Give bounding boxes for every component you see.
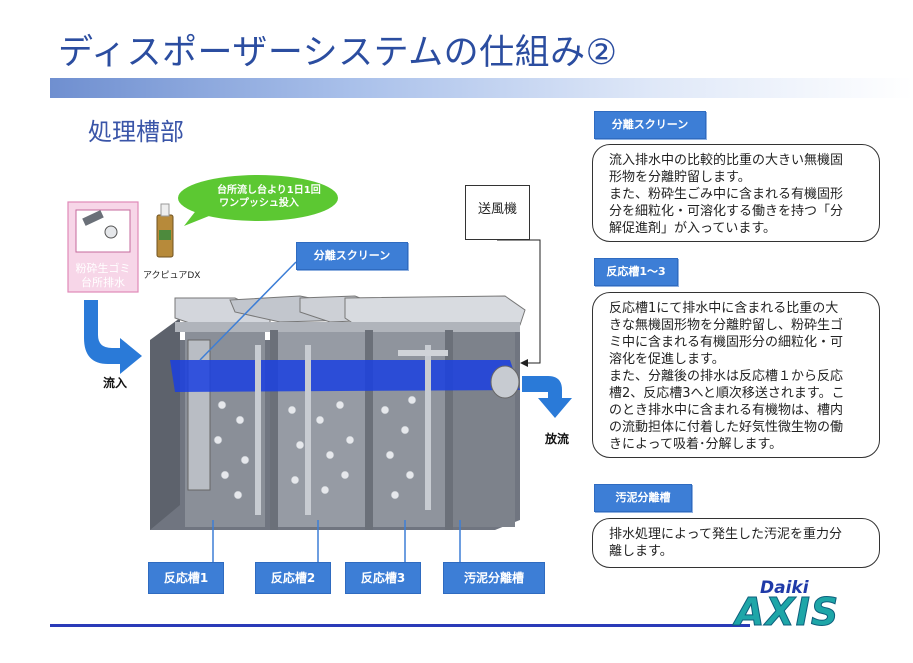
fan-connector-line [497, 239, 541, 364]
label-reaction-tank-2: 反応槽2 [255, 562, 331, 594]
outflow-arrow [522, 376, 572, 418]
outflow-label: 放流 [545, 432, 570, 446]
section-subtitle: 処理槽部 [88, 118, 184, 146]
bubble-line-2: ワンプッシュ投入 [219, 198, 299, 209]
info-line: 溶化を促進します。 [609, 352, 725, 367]
product-label: アクピュアDX [143, 271, 201, 281]
section-tag-sludge: 汚泥分離槽 [594, 484, 692, 512]
sink-label-line-1: 粉砕生ゴミ [75, 262, 131, 275]
bottle-cap-icon [160, 203, 170, 217]
carrier-media [213, 395, 417, 500]
info-line: 槽2、反応槽3へと順次移送されます。こ [609, 386, 845, 401]
info-line: 排水処理によって発生した汚泥を重力分 [609, 527, 842, 542]
info-line: きによって吸着･分解します。 [609, 437, 783, 452]
info-box-reaction-tanks: 反応槽1にて排水中に含まれる比重の大 きな無機固形物を分離貯留し、粉砕生ゴ ミ中… [592, 292, 880, 458]
info-line: 反応槽1にて排水中に含まれる比重の大 [609, 301, 839, 316]
info-line: のとき排水中に含まれる有機物は、槽内 [609, 403, 844, 418]
info-line: 形物を分離貯留します。 [609, 170, 751, 185]
inflow-label: 流入 [103, 376, 128, 390]
speech-bubble [178, 175, 338, 221]
screen-leader-line [199, 261, 297, 361]
faucet-icon [82, 210, 104, 226]
partition-wall [365, 330, 373, 530]
tank-left-wall [150, 318, 180, 530]
page-title: ディスポーザーシステムの仕組み② [58, 33, 618, 73]
speech-bubble-text: 台所流し台より1日1回 ワンプッシュ投入 [217, 184, 321, 210]
brand-logo-main: AXIS [734, 590, 840, 635]
diagram-screen-label: 分離スクリーン [296, 242, 408, 270]
title-gradient-bar [50, 78, 913, 98]
air-pipe [398, 350, 448, 356]
info-line: 離します。 [609, 544, 673, 559]
fan-connector-arrowhead [520, 359, 528, 367]
tank-rim [175, 322, 520, 332]
air-pipe [425, 345, 431, 510]
speech-bubble-tail [184, 208, 214, 226]
sink-label: 粉砕生ゴミ 台所排水 [68, 262, 138, 290]
info-line: 流入排水中の比較的比重の大きい無機固 [609, 153, 844, 168]
partition-wall [270, 330, 278, 530]
blower-box: 送風機 [465, 185, 530, 240]
outlet-pipe [490, 365, 520, 399]
air-pipe [255, 345, 261, 515]
info-line: また、分離後の排水は反応槽１から反応 [609, 369, 844, 384]
partition-wall [445, 330, 453, 530]
info-line: ミ中に含まれる有機固形分の細粒化・可 [609, 335, 844, 350]
label-reaction-tank-1: 反応槽1 [148, 562, 224, 594]
air-pipe [305, 345, 311, 515]
inflow-arrow [84, 300, 142, 374]
sink-label-line-2: 台所排水 [81, 276, 125, 289]
bottle-label-icon [159, 230, 171, 240]
info-line: きな無機固形物を分離貯留し、粉砕生ゴ [609, 318, 844, 333]
label-reaction-tank-3: 反応槽3 [345, 562, 421, 594]
info-box-screen: 流入排水中の比較的比重の大きい無機固 形物を分離貯留します。 また、粉砕生ごみ中… [592, 144, 880, 242]
bubble-line-1: 台所流し台より1日1回 [217, 185, 321, 196]
drain-icon [104, 225, 118, 239]
section-tag-screen: 分離スクリーン [594, 111, 706, 139]
info-line: 解促進剤」が入っています。 [609, 221, 777, 236]
info-line: の流動担体に付着した好気性微生物の働 [609, 420, 844, 435]
label-sludge-separation-tank: 汚泥分離槽 [443, 562, 545, 594]
info-box-sludge: 排水処理によって発生した汚泥を重力分 離します。 [592, 518, 880, 568]
info-line: 分を細粒化・可溶化する働きを持つ「分 [609, 204, 844, 219]
info-line: また、粉砕生ごみ中に含まれる有機固形 [609, 187, 844, 202]
water-surface [170, 360, 520, 392]
section-tag-reaction-tanks: 反応槽1～3 [594, 258, 678, 286]
brand-logo-top: Daiki [760, 578, 809, 598]
footer-rule [50, 624, 750, 627]
